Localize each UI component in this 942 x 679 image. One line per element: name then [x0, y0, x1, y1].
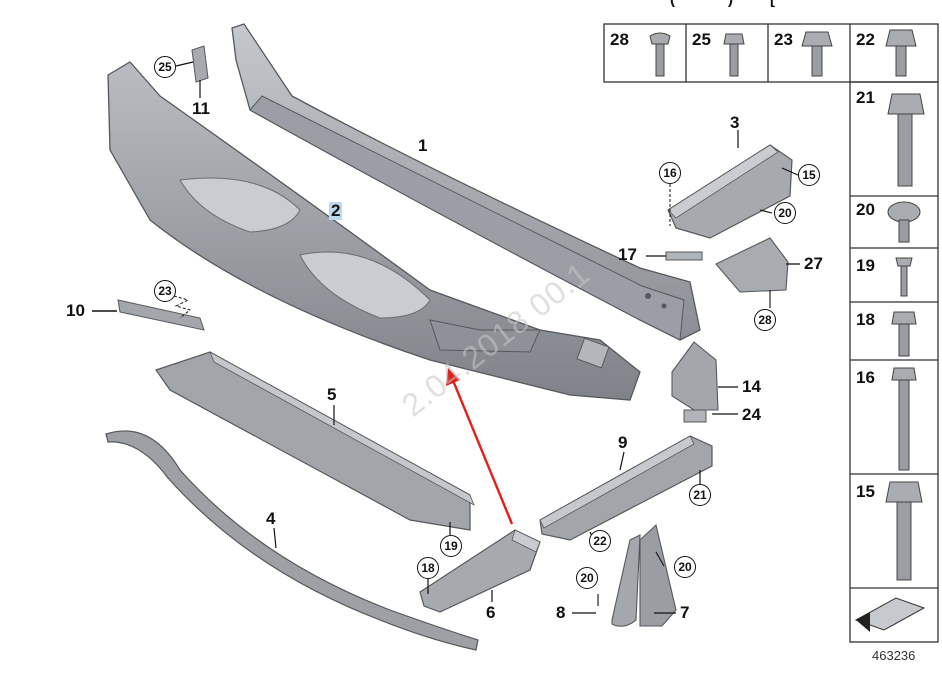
mounting-bracket-3 [667, 144, 793, 239]
circled-callout-19: 19 [440, 535, 462, 557]
callout-10: 10 [66, 301, 85, 320]
bolt-22-icon [885, 29, 917, 77]
circled-callout-25: 25 [154, 56, 176, 78]
table-label-21: 21 [856, 88, 875, 107]
cropped-header: ( ) [ [0, 0, 942, 10]
bolt-21-icon [887, 93, 925, 187]
rivet-19-icon [895, 257, 913, 297]
bolt-28-icon [649, 32, 671, 77]
bolt-25-icon [723, 33, 745, 77]
callout-27: 27 [804, 254, 823, 273]
callout-17: 17 [618, 245, 637, 264]
callout-24: 24 [742, 405, 761, 424]
header-fragment: ) [728, 0, 733, 8]
bolt-20-icon [887, 201, 921, 243]
fastener-table [603, 23, 939, 643]
circled-callout-21: 21 [689, 484, 711, 506]
table-label-16: 16 [856, 368, 875, 387]
trim-strip [105, 430, 479, 651]
table-label-20: 20 [856, 200, 875, 219]
table-label-15: 15 [856, 482, 875, 501]
circled-callout-23: 23 [154, 280, 176, 302]
circled-callout-20: 20 [674, 556, 696, 578]
circled-callout-16: 16 [659, 162, 681, 184]
bracket-7 [639, 523, 677, 627]
callout-8: 8 [556, 603, 566, 622]
callout-6: 6 [486, 603, 496, 622]
callout-3: 3 [730, 113, 740, 132]
circled-callout-28: 28 [754, 309, 776, 331]
callout-1: 1 [418, 136, 428, 155]
catalog-number: 463236 [872, 648, 916, 663]
bolt-16-icon [891, 367, 917, 471]
front-direction-icon [854, 597, 926, 632]
header-fragment: [ [770, 0, 775, 8]
table-label-19: 19 [856, 256, 875, 275]
clip-17 [665, 251, 703, 261]
circled-callout-18: 18 [417, 557, 439, 579]
callout-9: 9 [618, 433, 628, 452]
table-label-22: 22 [856, 30, 875, 49]
table-label-28: 28 [610, 30, 629, 49]
bracket-10 [117, 299, 205, 331]
callout-7: 7 [680, 603, 690, 622]
circled-callout-15: 15 [798, 164, 820, 186]
callout-5: 5 [327, 385, 337, 404]
table-label-23: 23 [774, 30, 793, 49]
bolt-18-icon [891, 311, 917, 357]
bracket-rail-9 [539, 435, 713, 541]
bracket-14 [671, 341, 719, 411]
circled-callout-22: 22 [589, 530, 611, 552]
header-fragment: ( [670, 0, 675, 8]
impact-absorber [107, 61, 641, 401]
circled-callout-20: 20 [774, 202, 796, 224]
bolt-15-icon [885, 481, 923, 581]
clip-24 [683, 409, 707, 423]
callout-4: 4 [266, 509, 276, 528]
bracket-8 [611, 534, 641, 627]
deformation-element-6 [419, 529, 541, 613]
callout-2: 2 [329, 201, 343, 220]
bolt-23-icon [801, 31, 833, 77]
table-label-18: 18 [856, 310, 875, 329]
table-label-25: 25 [692, 30, 711, 49]
small-bracket-11 [191, 45, 209, 83]
red-arrow [450, 377, 514, 525]
carrier-beam [231, 23, 701, 341]
bracket-27 [715, 237, 789, 293]
lower-crossmember [155, 351, 475, 531]
callout-14: 14 [742, 377, 761, 396]
circled-callout-20: 20 [576, 567, 598, 589]
callout-11: 11 [192, 99, 210, 118]
